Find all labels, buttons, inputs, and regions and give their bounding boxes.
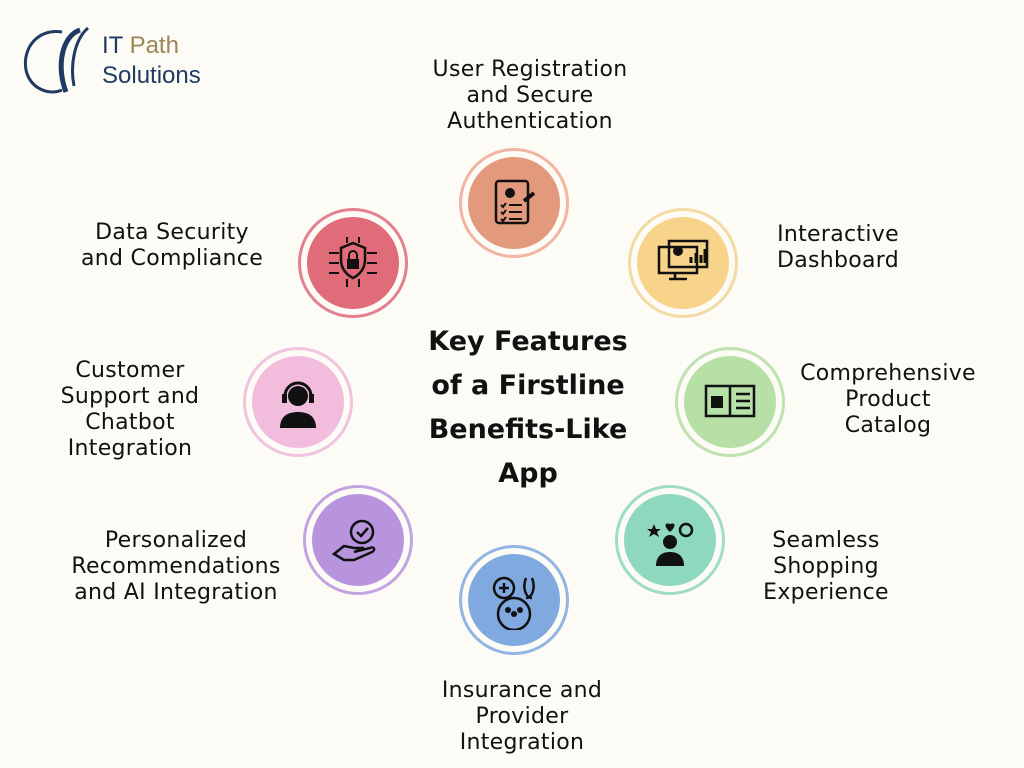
feature-label-line: Chatbot <box>85 410 175 435</box>
user-feedback-icon <box>647 522 694 566</box>
feature-label-line: Product <box>845 387 931 412</box>
feature-circle-fill <box>684 356 776 448</box>
feature-circle-fill <box>637 217 729 309</box>
feature-circle-fill <box>252 356 344 448</box>
feature-circle-fill <box>307 217 399 309</box>
shield-lock-icon <box>329 237 377 287</box>
logo-text-line2: Solutions <box>102 62 201 89</box>
feature-label-line: User Registration <box>432 57 628 82</box>
feature-circle-shopping <box>615 485 725 595</box>
open-book-icon <box>704 384 756 418</box>
feature-label-line: Integration <box>67 436 193 461</box>
feature-circle-registration <box>459 148 569 258</box>
feature-circle-support <box>243 347 353 457</box>
feature-label-line: Comprehensive <box>800 361 976 386</box>
feature-label-line: Interactive <box>777 222 899 247</box>
feature-label-line: Personalized <box>104 528 248 553</box>
feature-circle-catalog <box>675 347 785 457</box>
feature-circle-insurance <box>459 545 569 655</box>
clipboard-user-icon <box>494 179 536 225</box>
feature-label-line: Shopping <box>773 554 879 579</box>
feature-label-line: Recommendations <box>71 554 281 579</box>
feature-label-line: Catalog <box>844 413 932 438</box>
logo: IT Path Solutions <box>22 26 222 96</box>
feature-label-line: Experience <box>763 580 889 605</box>
feature-label-line: Seamless <box>772 528 880 553</box>
feature-label-line: and Secure <box>466 83 594 108</box>
feature-label-line: Insurance and <box>441 678 603 703</box>
feature-circle-fill <box>312 494 404 586</box>
feature-label-line: and Compliance <box>80 246 264 271</box>
medical-group-icon <box>492 576 535 630</box>
logo-swoosh-icon <box>23 26 90 94</box>
logo-text-line1: IT Path <box>102 32 179 59</box>
hand-check-icon <box>331 519 376 562</box>
feature-label-line: Support and <box>60 384 200 409</box>
feature-circle-personalized <box>303 485 413 595</box>
feature-circle-fill <box>468 157 560 249</box>
monitor-chart-icon <box>657 239 709 281</box>
feature-circle-fill <box>624 494 716 586</box>
headset-agent-icon <box>280 381 316 428</box>
feature-label-line: Provider <box>475 704 569 729</box>
feature-circle-dashboard <box>628 208 738 318</box>
feature-label-line: and AI Integration <box>74 580 278 605</box>
feature-circle-fill <box>468 554 560 646</box>
feature-label-line: Integration <box>459 730 585 755</box>
feature-circle-security <box>298 208 408 318</box>
feature-label-line: Data Security <box>95 220 249 245</box>
feature-label-line: Customer <box>75 358 185 383</box>
feature-label-line: Dashboard <box>776 248 900 273</box>
feature-label-line: Authentication <box>447 109 613 134</box>
